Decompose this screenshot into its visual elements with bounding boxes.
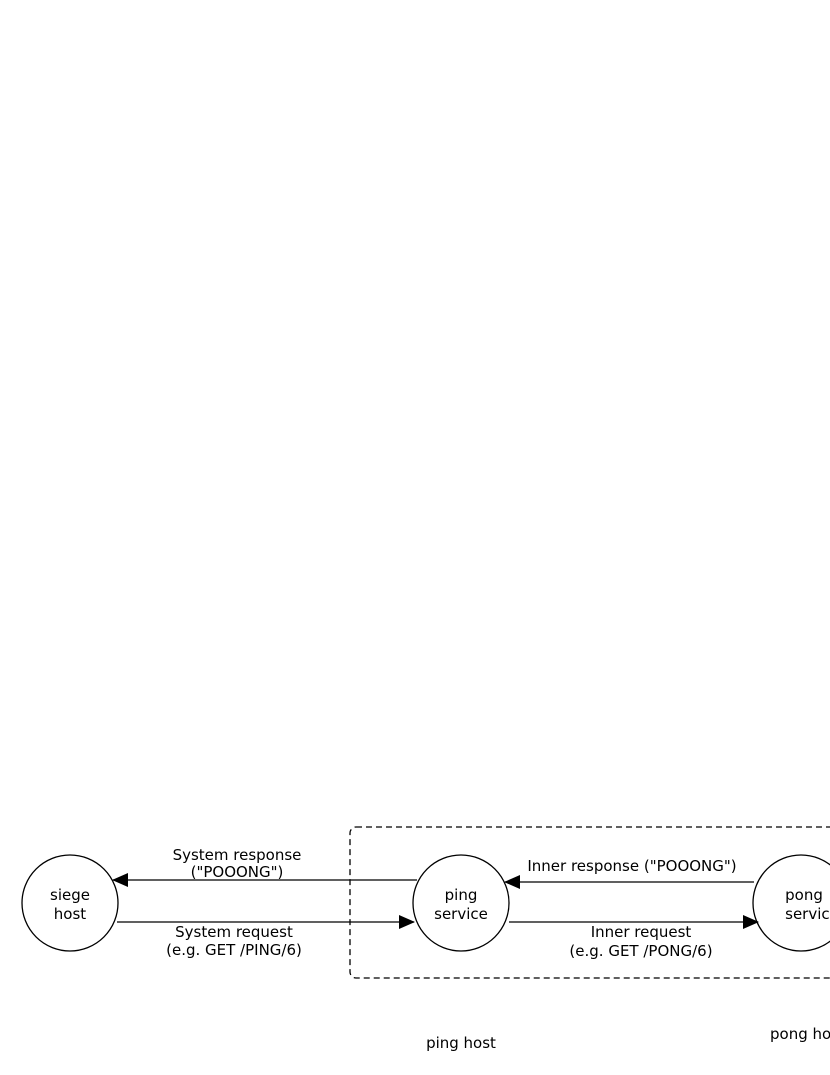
host-label-pong: pong host — [770, 1025, 830, 1043]
host-boundary — [349, 826, 830, 979]
edge-label-inner-response: Inner response ("POOONG") — [527, 857, 736, 875]
node-label-line1: siege — [50, 886, 90, 904]
node-label-line1: ping — [445, 886, 478, 904]
node-circle — [412, 854, 510, 952]
edge-label-system-request-line1: System request — [175, 923, 293, 941]
node-label-line1: pong — [785, 886, 823, 904]
node-siege-host: siege host — [21, 854, 119, 952]
edge-label-system-response-line2: ("POOONG") — [191, 863, 284, 881]
edge-label-system-request-line2: (e.g. GET /PING/6) — [166, 941, 302, 959]
edge-label-inner-request-line1: Inner request — [591, 923, 692, 941]
edge-label-system-response-line1: System response — [173, 846, 302, 864]
node-label-line2: service — [434, 905, 488, 923]
edge-label-inner-request-line2: (e.g. GET /PONG/6) — [569, 942, 712, 960]
node-pong-service: pong service — [752, 854, 830, 952]
node-circle — [752, 854, 830, 952]
node-ping-service: ping service — [412, 854, 510, 952]
host-label-ping: ping host — [426, 1034, 496, 1052]
node-label-line2: service — [785, 905, 830, 923]
node-circle — [21, 854, 119, 952]
node-label-line2: host — [54, 905, 86, 923]
